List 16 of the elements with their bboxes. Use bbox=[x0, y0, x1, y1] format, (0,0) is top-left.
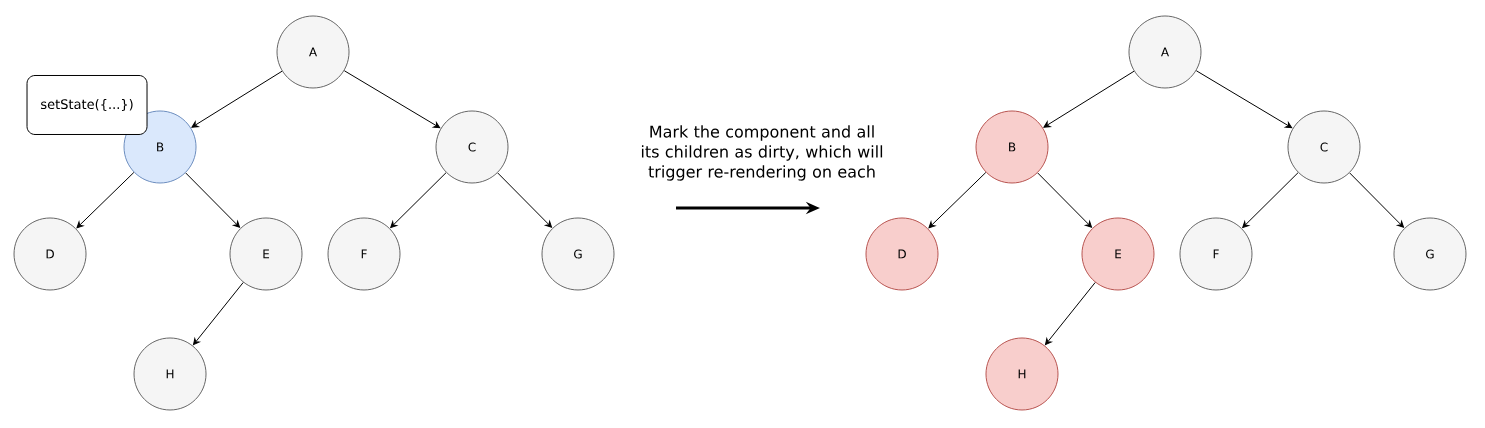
arrow bbox=[1349, 172, 1404, 228]
note-text: Mark the component and all its children as dirty, which will trigger re-rendering on each bbox=[641, 125, 883, 181]
arrow bbox=[1043, 70, 1135, 128]
arrow bbox=[497, 172, 553, 228]
arrow bbox=[193, 282, 244, 346]
arrow bbox=[1242, 172, 1299, 228]
arrow bbox=[185, 172, 241, 228]
arrow bbox=[343, 70, 441, 129]
arrow bbox=[191, 70, 283, 128]
arrow bbox=[1195, 70, 1293, 129]
callout-box: setState({...}) bbox=[26, 75, 148, 135]
arrow bbox=[928, 171, 987, 229]
arrow bbox=[1045, 282, 1096, 346]
arrow bbox=[76, 171, 135, 229]
arrow bbox=[390, 172, 447, 228]
arrow bbox=[1037, 172, 1092, 228]
